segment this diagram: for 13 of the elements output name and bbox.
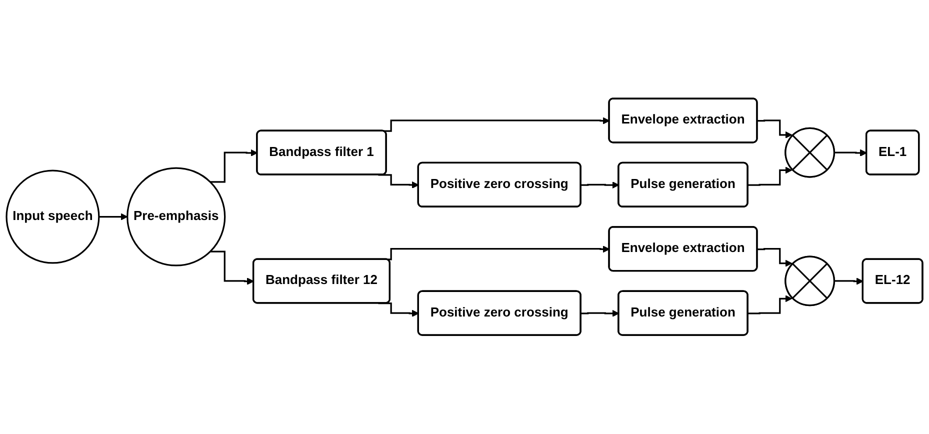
arrow [748,295,792,315]
arrow [580,182,620,189]
arrow [757,248,792,268]
arrow [580,310,620,318]
arrow [210,250,254,286]
arrow [834,150,868,157]
arrow [210,150,258,183]
arrow [98,213,128,221]
arrow [834,278,864,286]
arrow [757,120,792,139]
node-circle: Pre-emphasis [126,167,226,267]
node-circle: Input speech [6,170,100,264]
arrow [748,166,792,186]
